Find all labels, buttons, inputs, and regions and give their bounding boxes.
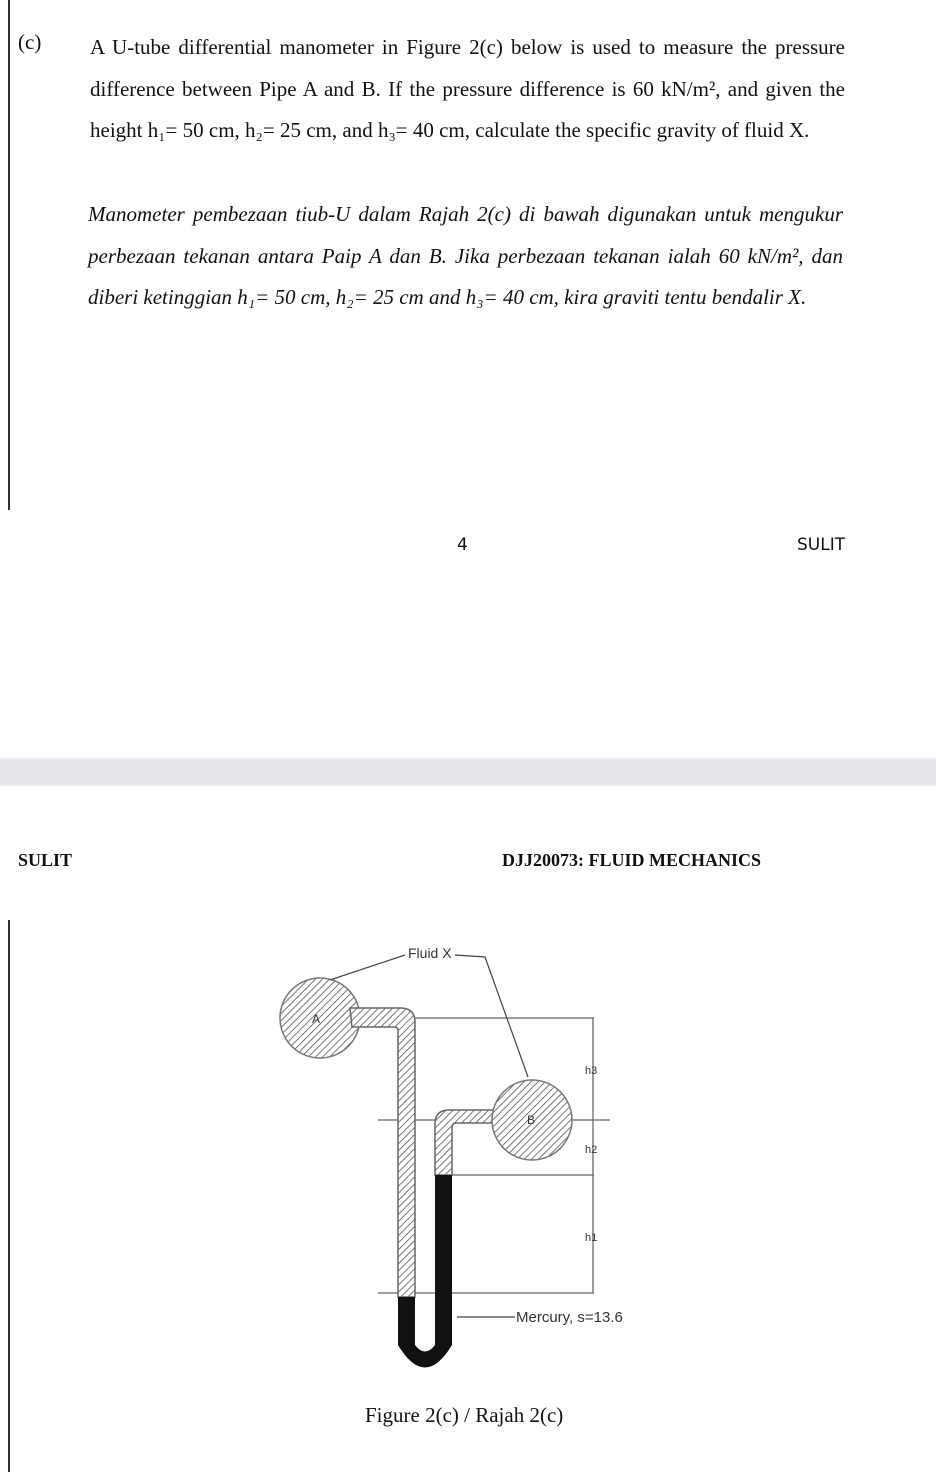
fluid-x-label: Fluid X xyxy=(408,945,452,961)
question-label: (c) xyxy=(18,30,42,54)
header-sulit: SULIT xyxy=(18,850,73,870)
pipe-a-label: A xyxy=(312,1012,320,1026)
reference-lines xyxy=(325,1017,610,1294)
header-course: DJJ20073: FLUID MECHANICS xyxy=(502,850,762,870)
right-tube-fluid-x xyxy=(434,1109,501,1176)
mercury-label: Mercury, s=13.6 xyxy=(516,1309,623,1326)
pipe-b xyxy=(491,1079,573,1161)
page-number: 4 xyxy=(457,535,468,555)
footer-sulit: SULIT xyxy=(797,535,846,555)
left-tube-fluid-x xyxy=(349,1007,416,1298)
page2-left-margin-line xyxy=(8,920,10,1472)
page1-left-margin-line xyxy=(8,0,10,510)
h3-label: h3 xyxy=(585,1065,597,1077)
question-malay: Manometer pembezaan tiub-U dalam Rajah 2… xyxy=(88,202,843,309)
mercury xyxy=(398,1175,452,1368)
page-separator xyxy=(0,757,936,787)
h1-label: h1 xyxy=(585,1232,597,1244)
question-english: A U-tube differential manometer in Figur… xyxy=(90,35,845,142)
figure-caption: Figure 2(c) / Rajah 2(c) xyxy=(365,1403,564,1427)
h2-label: h2 xyxy=(585,1144,597,1156)
pipe-b-label: B xyxy=(527,1113,535,1127)
